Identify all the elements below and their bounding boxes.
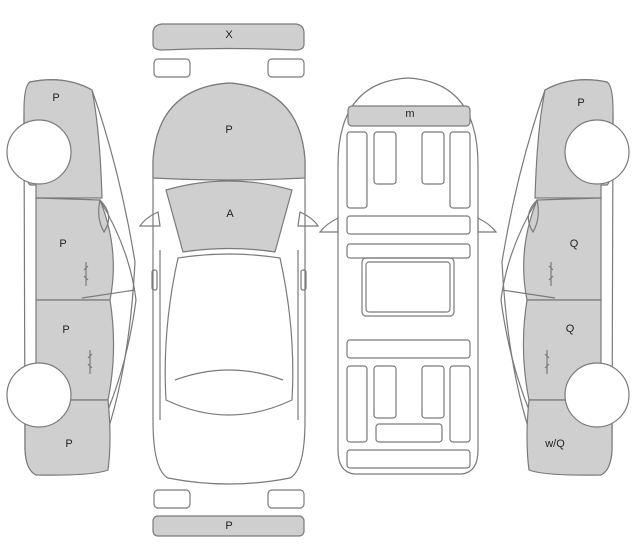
left-rear-handle (87, 350, 93, 374)
left-front-wheel (6, 119, 72, 185)
left-pillar-line (81, 289, 136, 299)
front-bumper[interactable] (152, 23, 305, 51)
left-rear-door-code: P (62, 324, 69, 336)
rear-left-taillight (153, 489, 191, 509)
right-front-wheel (564, 119, 630, 185)
right-front-door[interactable] (523, 197, 602, 301)
right-rear-quarter-code: w/Q (544, 438, 565, 450)
left-rear-wheel (6, 362, 72, 428)
right-mirror (527, 198, 539, 234)
right-pillar-line (501, 289, 556, 299)
right-front-door-code: Q (570, 238, 579, 250)
dashboard-code: m (405, 108, 414, 120)
right-rear-handle (544, 350, 550, 374)
right-front-handle (548, 262, 554, 286)
right-rear-door-code: Q (566, 323, 575, 335)
front-right-headlight (267, 58, 305, 78)
left-rear-quarter-code: P (65, 438, 72, 450)
left-mirror (98, 198, 110, 234)
rear-bumper-code: P (225, 520, 232, 532)
front-left-headlight (153, 58, 191, 78)
hood-code: P (225, 124, 232, 136)
rear-right-taillight (267, 489, 305, 509)
hood[interactable] (152, 82, 306, 181)
left-front-fender-code: P (52, 92, 59, 104)
windshield[interactable] (165, 180, 293, 253)
left-front-door-code: P (59, 238, 66, 250)
left-front-door[interactable] (35, 197, 114, 301)
rear-bumper[interactable] (152, 515, 305, 537)
windshield-code: A (226, 208, 234, 220)
right-rear-wheel (564, 362, 630, 428)
left-front-handle (83, 262, 89, 286)
interior-view (318, 77, 498, 475)
dashboard[interactable] (347, 105, 471, 127)
front-bumper-code: X (225, 29, 233, 41)
right-front-fender-code: P (577, 97, 584, 109)
